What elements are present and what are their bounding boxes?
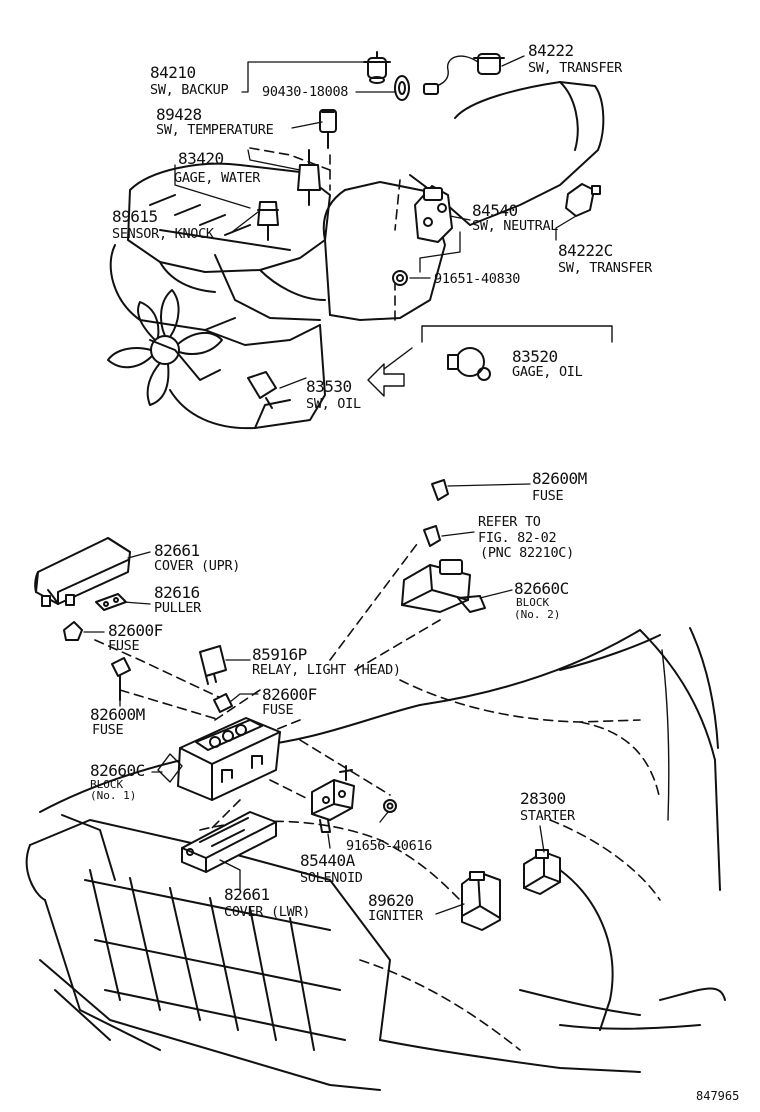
diagram-id: 847965 xyxy=(696,1089,739,1103)
grille xyxy=(84,869,346,1051)
label-89615-name: SENSOR, KNOCK xyxy=(112,226,215,242)
part-83520-shape xyxy=(447,347,491,381)
part-83530-shape xyxy=(247,371,277,409)
label-82660C-no1-sub: (No. 1) xyxy=(90,789,136,802)
part-28300-shape xyxy=(523,849,561,895)
label-82616-number: 82616 xyxy=(154,583,200,602)
label-82661-lwr-number: 82661 xyxy=(224,885,270,904)
label-84222C-number: 84222C xyxy=(558,241,613,260)
label-84222C-name: SW, TRANSFER xyxy=(558,260,653,276)
part-89620-shape xyxy=(461,871,501,931)
label-84222-name: SW, TRANSFER xyxy=(528,60,623,76)
part-84222C-shape xyxy=(565,183,601,217)
part-84222-shape xyxy=(423,53,505,95)
label-91656-number: 91656-40616 xyxy=(346,838,432,854)
part-83420-shape xyxy=(297,149,321,206)
label-82600F-a-name: FUSE xyxy=(108,638,139,654)
part-82600M-top-shape xyxy=(431,479,449,501)
label-85916P-name: RELAY, LIGHT (HEAD) xyxy=(252,662,401,678)
part-91656-shape xyxy=(383,799,397,813)
label-84540-name: SW, NEUTRAL xyxy=(472,218,558,234)
label-85440A-number: 85440A xyxy=(300,851,356,870)
labels: 84210 SW, BACKUP 90430-18008 84222 SW, T… xyxy=(90,41,739,1103)
label-82660C-no1-number: 82660C xyxy=(90,761,145,780)
part-82660C-no2-shape xyxy=(401,559,486,613)
label-83420-name: GAGE, WATER xyxy=(174,170,261,186)
label-82600F-b-number: 82600F xyxy=(262,685,317,704)
label-28300-number: 28300 xyxy=(520,789,566,808)
label-82660C-no1-name: BLOCK xyxy=(90,778,123,791)
label-28300-name: STARTER xyxy=(520,808,576,824)
label-83520-number: 83520 xyxy=(512,347,558,366)
label-91651-number: 91651-40830 xyxy=(434,271,520,287)
label-89428-name: SW, TEMPERATURE xyxy=(156,122,274,138)
part-82661-lwr-shape xyxy=(181,811,277,873)
label-82661-upr-number: 82661 xyxy=(154,541,200,560)
label-85440A-name: SOLENOID xyxy=(300,870,363,886)
part-82660C-no1-shape xyxy=(157,717,281,801)
label-82600F-a-number: 82600F xyxy=(108,621,163,640)
label-83520-name: GAGE, OIL xyxy=(512,364,583,380)
artwork xyxy=(25,51,726,1091)
label-82660C-no2-number: 82660C xyxy=(514,579,569,598)
part-84540-shape xyxy=(414,185,453,243)
label-82661-lwr-name: COVER (LWR) xyxy=(224,904,310,920)
refer-part-shape xyxy=(423,525,441,547)
vehicle-outline xyxy=(25,627,726,1091)
label-82600F-b-name: FUSE xyxy=(262,702,293,718)
label-82600M-low-name: FUSE xyxy=(92,722,123,738)
label-85916P-number: 85916P xyxy=(252,645,307,664)
part-91651-shape xyxy=(392,270,408,286)
label-82660C-no2-name: BLOCK xyxy=(516,596,549,609)
label-84222-number: 84222 xyxy=(528,41,574,60)
part-89615-shape xyxy=(257,201,279,241)
refer-line1: REFER TO xyxy=(478,514,541,530)
fan xyxy=(107,289,223,406)
part-85440A-shape xyxy=(311,765,355,833)
refer-line2: FIG. 82-02 xyxy=(478,530,556,546)
part-82600F-b-shape xyxy=(213,693,233,713)
label-83530-name: SW, OIL xyxy=(306,396,361,412)
part-85916P-shape xyxy=(199,645,227,685)
part-89428-shape xyxy=(319,109,337,149)
label-82600M-top-number: 82600M xyxy=(532,469,587,488)
refer-line3: (PNC 82210C) xyxy=(480,545,574,561)
engine-outline xyxy=(107,81,605,430)
label-82600M-low-number: 82600M xyxy=(90,705,145,724)
label-83420-number: 83420 xyxy=(178,149,224,168)
label-82661-upr-name: COVER (UPR) xyxy=(154,558,240,574)
label-90430-number: 90430-18008 xyxy=(262,84,348,100)
label-82660C-no2-sub: (No. 2) xyxy=(514,608,560,621)
label-84540-number: 84540 xyxy=(472,201,518,220)
label-89620-name: IGNITER xyxy=(368,908,424,924)
label-83530-number: 83530 xyxy=(306,377,352,396)
label-82600M-top-name: FUSE xyxy=(532,488,563,504)
part-84210-shape xyxy=(363,51,410,101)
label-89428-number: 89428 xyxy=(156,105,202,124)
label-84210-number: 84210 xyxy=(150,63,196,82)
label-89615-number: 89615 xyxy=(112,207,158,226)
part-82616-shape xyxy=(95,593,127,611)
part-82661-upr-shape xyxy=(34,537,131,607)
label-89620-number: 89620 xyxy=(368,891,414,910)
label-82616-name: PULLER xyxy=(154,600,202,616)
label-84210-name: SW, BACKUP xyxy=(150,82,228,98)
part-82600F-a-shape xyxy=(63,621,83,641)
part-82600M-low-shape xyxy=(111,657,131,701)
